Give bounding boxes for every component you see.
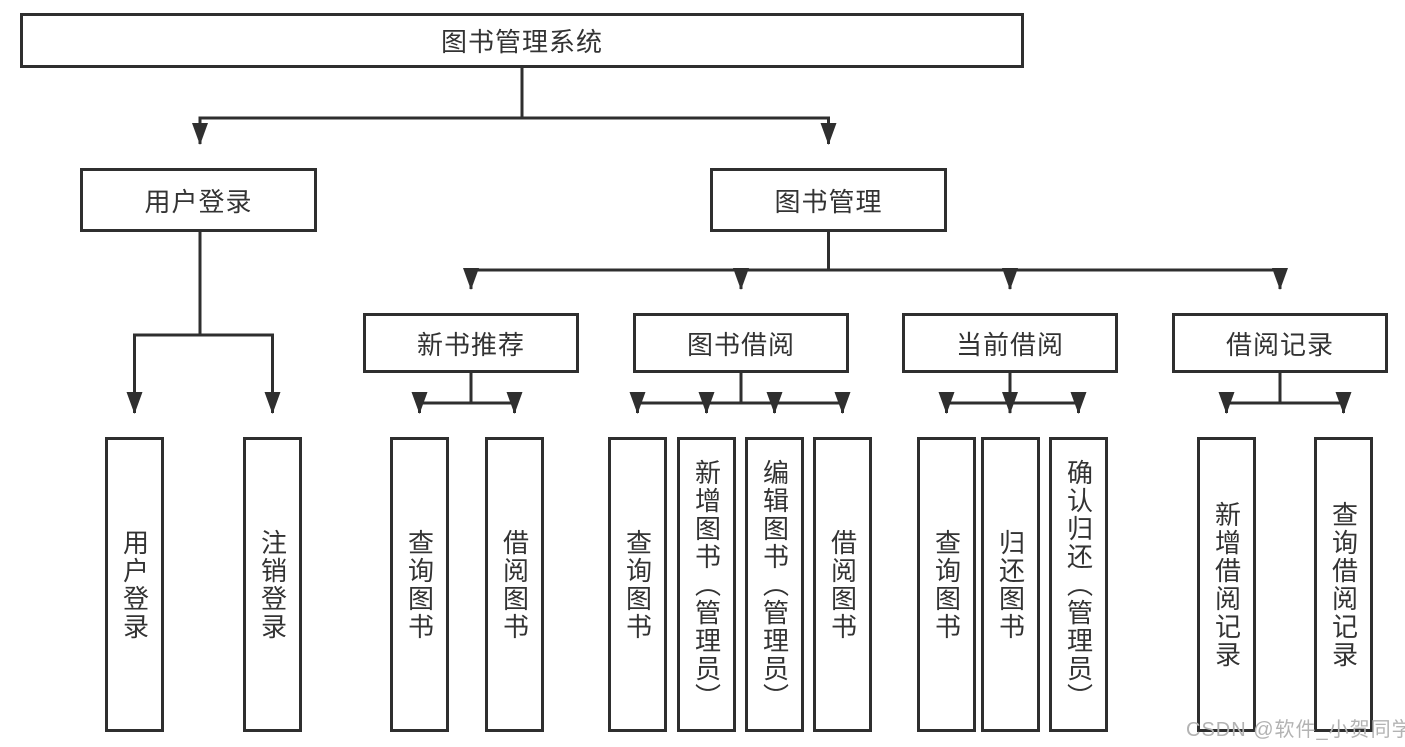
leaf-logout: 注销登录 xyxy=(243,437,302,732)
node-label: 当前借阅 xyxy=(955,329,1064,360)
leaf-edit-book-admin: 编辑图书（管理员） xyxy=(745,437,804,732)
node-borrow-records: 借阅记录 xyxy=(1172,313,1388,373)
leaf-label: 确认归还（管理员） xyxy=(1063,458,1094,711)
node-label: 图书管理系统 xyxy=(440,27,603,57)
leaf-label: 新增借阅记录 xyxy=(1211,500,1242,669)
leaf-borrow-books: 借阅图书 xyxy=(813,437,872,732)
leaf-return-book: 归还图书 xyxy=(981,437,1040,732)
leaf-add-borrow-record: 新增借阅记录 xyxy=(1197,437,1256,732)
node-current-borrowing: 当前借阅 xyxy=(902,313,1118,373)
node-label: 借阅记录 xyxy=(1225,329,1334,360)
leaf-user-login: 用户登录 xyxy=(105,437,164,732)
node-label: 新书推荐 xyxy=(416,329,525,360)
node-new-book-recommend: 新书推荐 xyxy=(363,313,579,373)
leaf-add-book-admin: 新增图书（管理员） xyxy=(677,437,736,732)
leaf-query-books-current: 查询图书 xyxy=(917,437,976,732)
leaf-label: 归还图书 xyxy=(995,528,1026,641)
node-book-borrowing: 图书借阅 xyxy=(633,313,849,373)
node-label: 图书管理 xyxy=(774,186,883,217)
node-user-login: 用户登录 xyxy=(80,168,317,232)
leaf-label: 编辑图书（管理员） xyxy=(759,458,790,711)
leaf-label: 用户登录 xyxy=(119,528,150,641)
leaf-label: 查询图书 xyxy=(622,528,653,641)
leaf-borrow-books-recommend: 借阅图书 xyxy=(485,437,544,732)
csdn-watermark: CSDN @软件_小贺同学 xyxy=(1186,719,1405,741)
leaf-query-books-borrowing: 查询图书 xyxy=(608,437,667,732)
leaf-confirm-return-admin: 确认归还（管理员） xyxy=(1049,437,1108,732)
leaf-query-books-recommend: 查询图书 xyxy=(390,437,449,732)
leaf-query-borrow-record: 查询借阅记录 xyxy=(1314,437,1373,732)
leaf-label: 注销登录 xyxy=(257,528,288,641)
node-book-management: 图书管理 xyxy=(710,168,947,232)
node-library-management-system: 图书管理系统 xyxy=(20,13,1024,68)
node-label: 图书借阅 xyxy=(686,329,795,360)
node-label: 用户登录 xyxy=(144,186,253,217)
leaf-label: 查询借阅记录 xyxy=(1328,500,1359,669)
leaf-label: 查询图书 xyxy=(931,528,962,641)
leaf-label: 借阅图书 xyxy=(827,528,858,641)
leaf-label: 查询图书 xyxy=(404,528,435,641)
leaf-label: 借阅图书 xyxy=(499,528,530,641)
leaf-label: 新增图书（管理员） xyxy=(691,458,722,711)
